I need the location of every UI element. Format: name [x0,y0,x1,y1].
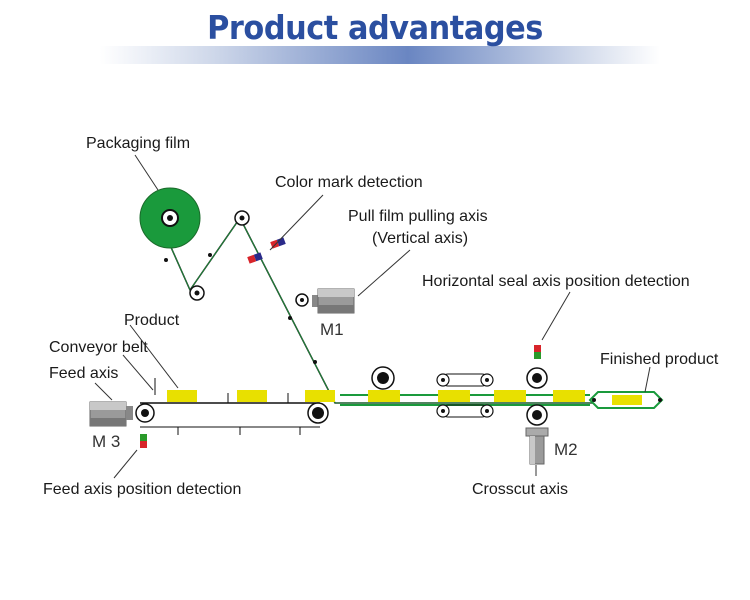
process-diagram: M1 M 3 [0,80,750,520]
label-packaging-film: Packaging film [86,135,190,152]
finished-products [588,391,664,409]
motor-m2: M2 [525,427,578,465]
seal-roller-assembly [371,366,494,418]
label-finished-product: Finished product [600,351,719,368]
motor-m1-label: M1 [320,320,344,339]
label-vertical-axis: (Vertical axis) [372,230,468,247]
crosscut-rollers [526,367,548,426]
motor-m3: M 3 [89,401,133,451]
conveyor-belt [135,378,329,435]
label-color-mark-detection: Color mark detection [275,174,423,191]
leader-lines [94,154,651,479]
label-product: Product [124,312,180,329]
label-horizontal-seal-detection: Horizontal seal axis position detection [422,273,690,290]
header: Product advantages [0,0,750,70]
title-underline-band [100,46,660,64]
label-conveyor-belt: Conveyor belt [49,339,148,356]
labels: Packaging film Color mark detection Pull… [43,135,719,498]
color-mark-sensor [247,237,286,264]
horizontal-seal-sensor [534,345,541,359]
packaging-film-roll [139,187,201,249]
product-items [167,390,335,402]
motor-m2-label: M2 [554,440,578,459]
film-guide-rollers [189,210,309,307]
motor-m3-label: M 3 [92,432,120,451]
motor-m1: M1 [312,288,355,339]
page-title: Product advantages [207,8,543,47]
feed-axis-sensor [140,434,147,448]
label-feed-axis: Feed axis [49,365,118,382]
label-feed-axis-position-detection: Feed axis position detection [43,481,241,498]
label-crosscut-axis: Crosscut axis [472,481,568,498]
label-pull-film-axis: Pull film pulling axis [348,208,488,225]
